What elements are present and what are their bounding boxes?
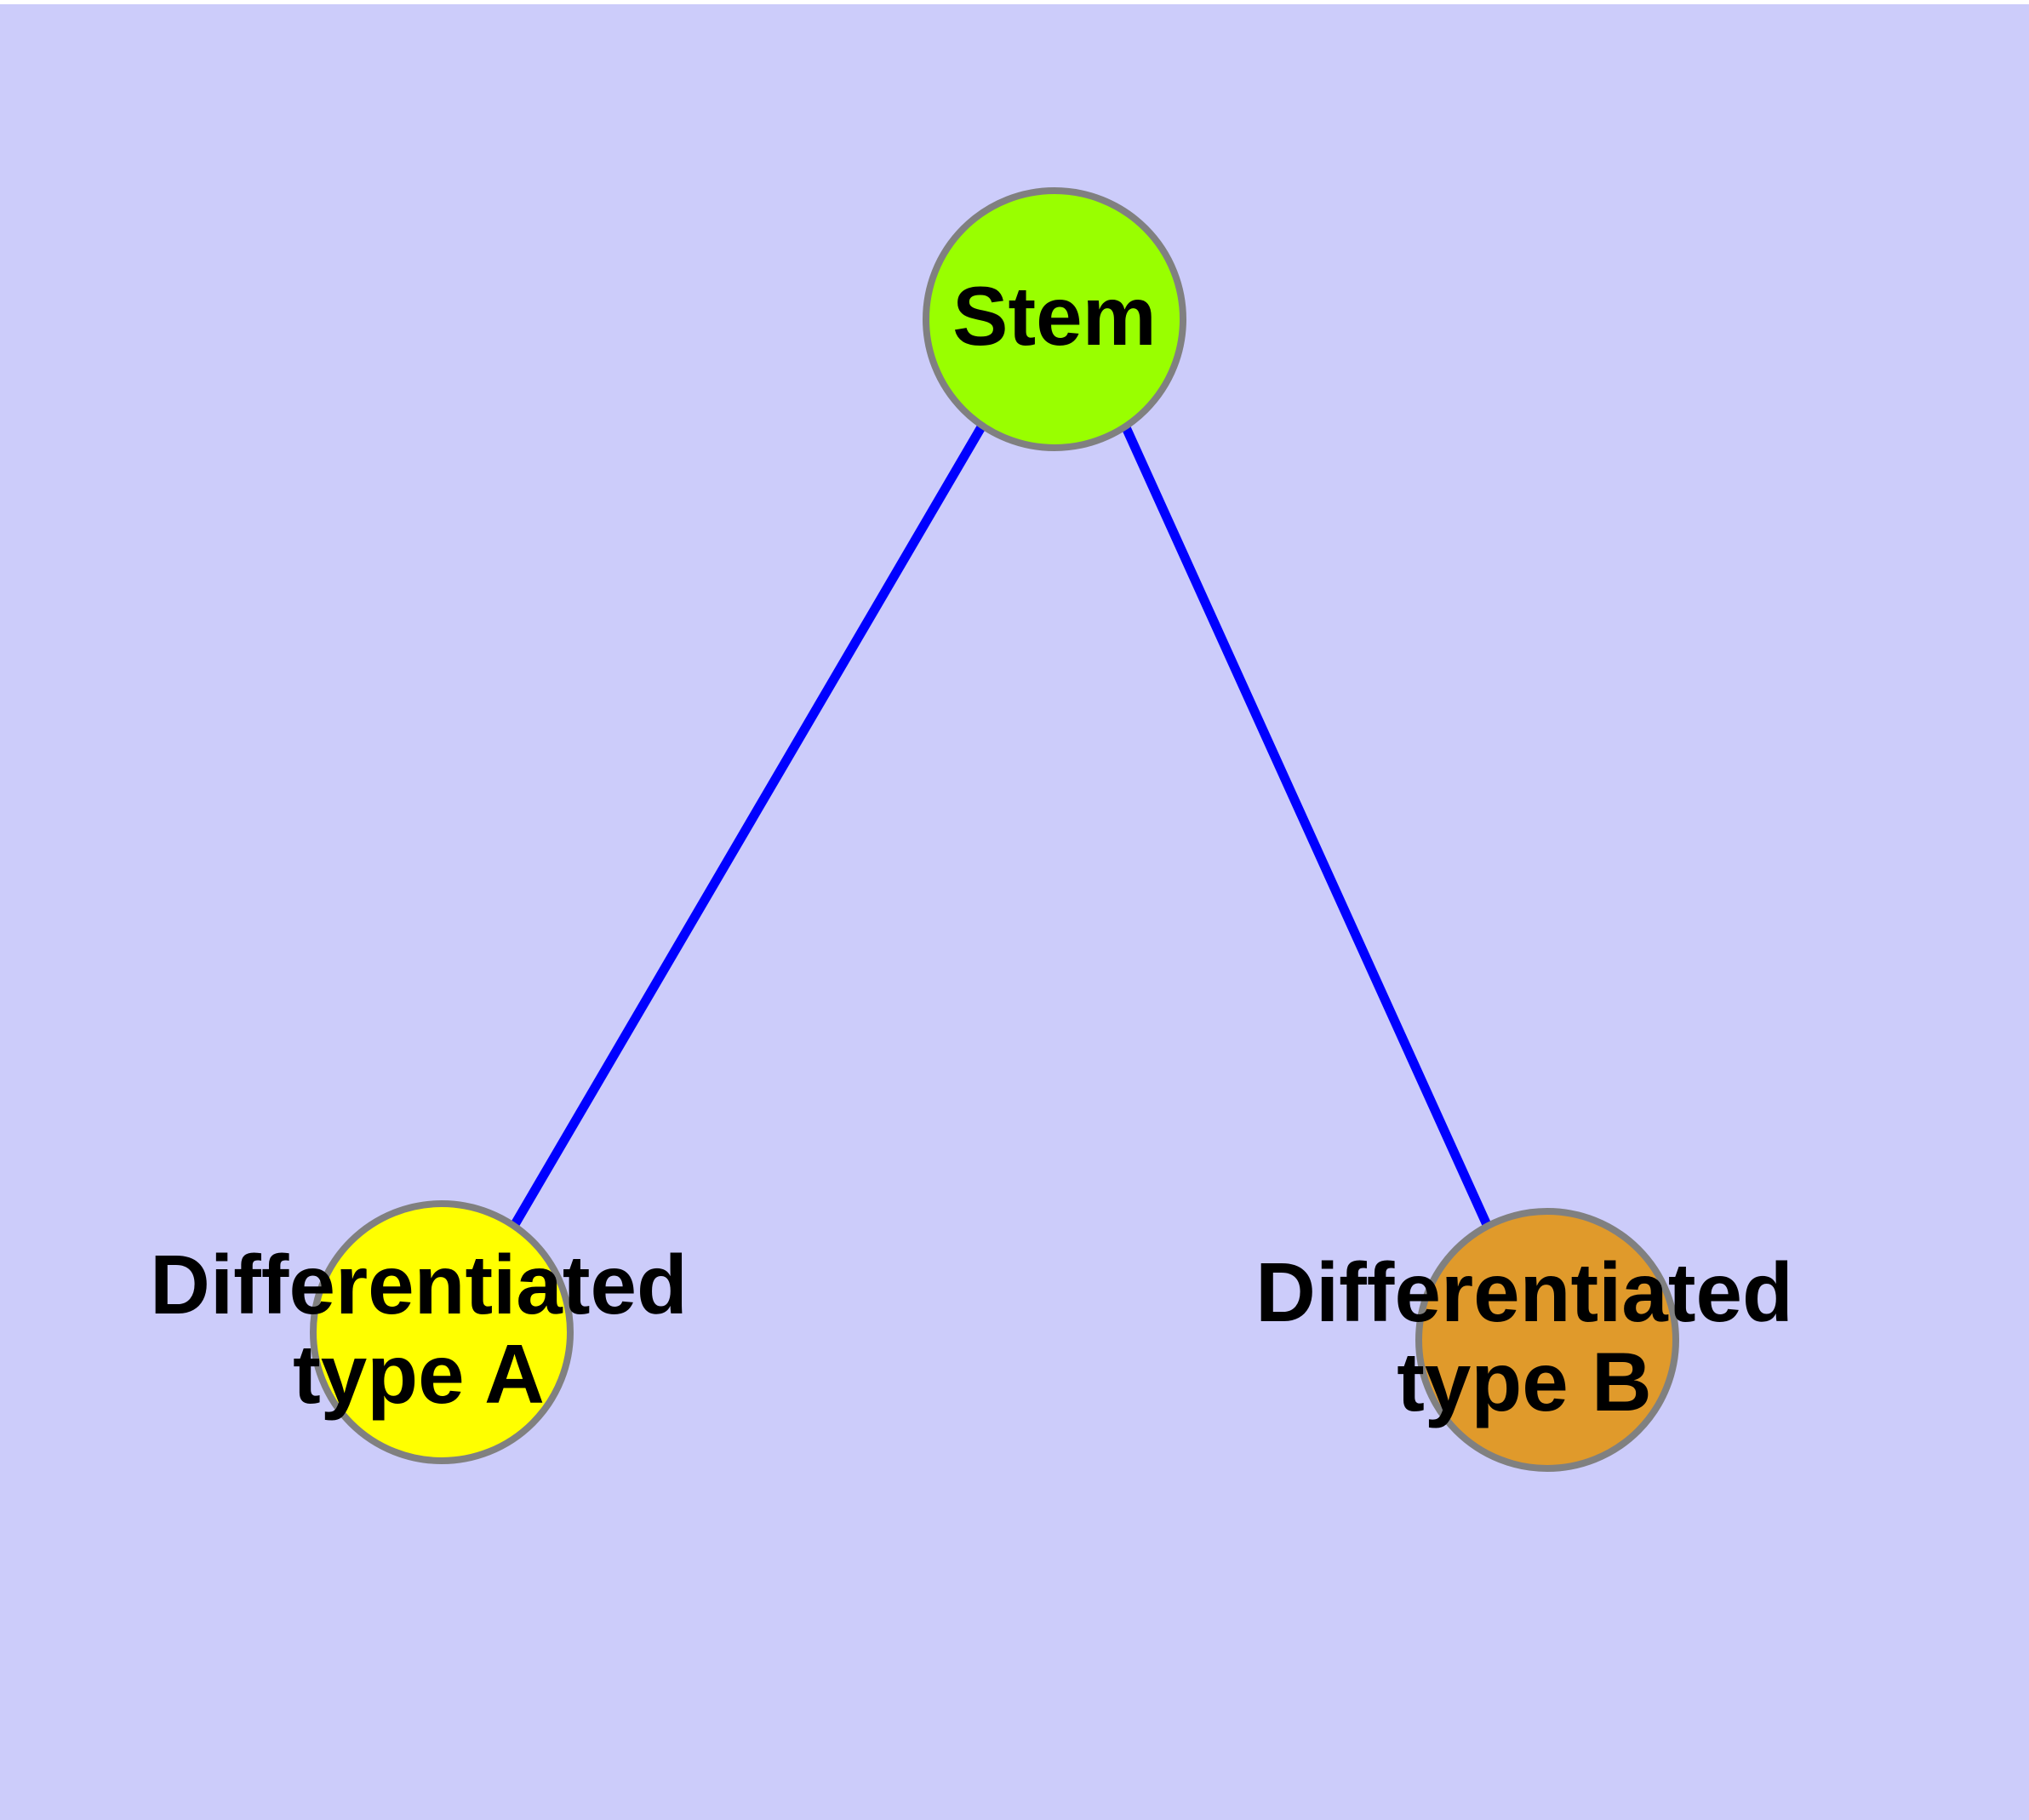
top-margin-strip (0, 0, 2029, 4)
node-stem-circle[interactable] (923, 187, 1186, 451)
node-diff-b-circle[interactable] (1415, 1208, 1679, 1472)
edges-layer (510, 423, 1493, 1229)
node-diff-b[interactable]: Differentiated type B (1255, 1208, 1793, 1472)
node-diff-a-label-line2: type A (293, 1327, 545, 1421)
node-diff-a-circle[interactable] (310, 1200, 574, 1464)
node-diff-b-label-line1: Differentiated (1255, 1245, 1793, 1339)
edge-stem-to-diff-b[interactable] (1120, 423, 1493, 1229)
node-diff-b-label-line2: type B (1397, 1335, 1652, 1428)
node-diff-a[interactable]: Differentiated type A (150, 1200, 688, 1464)
edge-stem-to-diff-a[interactable] (510, 423, 986, 1228)
node-diff-a-label-line1: Differentiated (150, 1238, 688, 1331)
node-stem[interactable]: Stem (923, 187, 1186, 451)
node-stem-label: Stem (952, 269, 1157, 363)
nodes-layer: Stem Differentiated type A Differentiate… (150, 187, 1793, 1472)
